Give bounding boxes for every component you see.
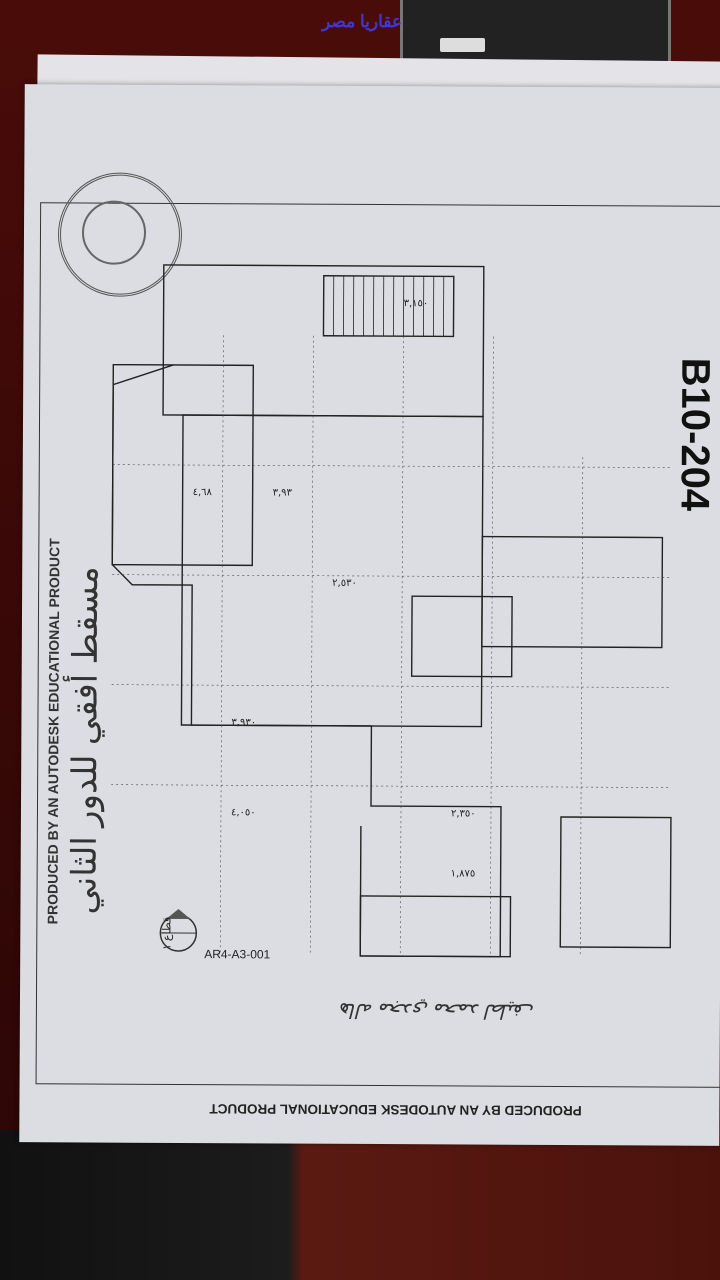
dimension-label: ١,٨٧٥: [451, 868, 476, 879]
autodesk-watermark-bottom: PRODUCED BY AN AUTODESK EDUCATIONAL PROD…: [209, 1101, 582, 1119]
drawing-sheet: B10-204 PRODUCED BY AN AUTODESK EDUCATIO…: [19, 84, 720, 1146]
dimension-lines: [111, 335, 673, 958]
stair-1: [322, 275, 455, 338]
watermark-logo: عقاريا مصر: [322, 12, 402, 31]
floor-plan: ٣,٩٣٠ ٤,٠٥٠ ٢,٣٥٠ ٣,١٥٠ ١,٨٧٥ ٢,٥٣٠ ٣,٩٣…: [111, 264, 673, 958]
dimension-label: ٣,١٥٠: [404, 298, 429, 309]
autodesk-watermark-vertical: PRODUCED BY AN AUTODESK EDUCATIONAL PROD…: [44, 538, 63, 925]
plan-wall: [111, 364, 502, 958]
signature: هاله مجدي محمد لطيف: [339, 998, 535, 1022]
dimension-label: ٤,٦٨: [193, 487, 213, 498]
bathroom: [410, 595, 513, 678]
stair-3: [359, 895, 512, 958]
phone-button: [440, 38, 485, 52]
kitchen: [481, 535, 664, 649]
section-marker-icon: [159, 908, 198, 952]
stair-2: [559, 816, 672, 949]
dimension-label: ٣,٩٣: [273, 487, 293, 498]
desk-bottom: [0, 1130, 720, 1280]
stair-treads: [333, 275, 445, 337]
dimension-label: ٢,٥٣٠: [332, 578, 357, 589]
dimension-label: ٢,٣٥٠: [451, 808, 476, 819]
dimension-label: ٤,٠٥٠: [231, 807, 256, 818]
dimension-label: ٣,٩٣٠: [231, 717, 256, 728]
plan-wall: [180, 414, 484, 728]
